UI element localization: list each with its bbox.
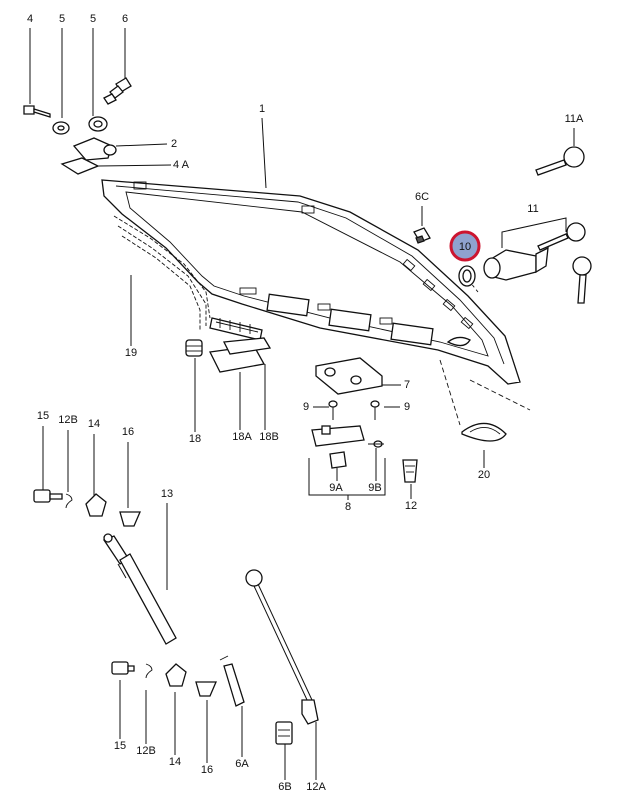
- part-label: 11A: [565, 113, 584, 125]
- seal-ring-10: [458, 265, 476, 287]
- grommet-12: [402, 459, 418, 483]
- part-label: 1: [259, 103, 265, 115]
- part-label: 18B: [259, 431, 279, 443]
- screws-9: [328, 400, 380, 420]
- prop-rod-12a: [245, 569, 319, 725]
- part-label: 12B: [58, 414, 78, 426]
- part-label: 14: [88, 418, 100, 430]
- part-label: 13: [161, 488, 173, 500]
- fasteners-top-left: [23, 77, 132, 175]
- part-label: 9A: [329, 482, 343, 494]
- part-label: 6A: [235, 758, 249, 770]
- upper-fittings: [33, 489, 141, 527]
- part-label: 5: [59, 13, 65, 25]
- clip-6c: [413, 227, 431, 244]
- lock-cylinder-11: [483, 246, 549, 281]
- part-label: 6B: [278, 781, 291, 793]
- part-label: 16: [201, 764, 213, 776]
- part-label: 12A: [306, 781, 326, 793]
- buffer-6b: [275, 721, 293, 745]
- key-11: [537, 222, 592, 304]
- part-label: 12: [405, 500, 417, 512]
- part-label: 16: [122, 426, 134, 438]
- part-label: 7: [404, 379, 410, 391]
- part-label: 12B: [136, 745, 156, 757]
- part-label: 15: [37, 410, 49, 422]
- part-label: 11: [527, 203, 538, 215]
- part-label: 4 A: [173, 159, 190, 171]
- part-label: 9B: [368, 482, 381, 494]
- part-label: 18A: [232, 431, 252, 443]
- gas-strut-13: [103, 533, 177, 645]
- highlighted-callout-10[interactable]: 10: [449, 230, 481, 262]
- light-18a: [209, 337, 272, 373]
- leader-lines: [29, 28, 575, 780]
- part-label: 15: [114, 740, 126, 752]
- handle-20: [461, 422, 507, 442]
- part-label: 19: [125, 347, 137, 359]
- part-label: 6C: [415, 191, 429, 203]
- callout-10-label: 10: [459, 241, 471, 253]
- part-label: 4: [27, 13, 33, 25]
- part-label: 18: [189, 433, 201, 445]
- striker-7: [315, 357, 383, 395]
- part-label: 9: [404, 401, 410, 413]
- part-label: 6: [122, 13, 128, 25]
- switch-18: [185, 339, 203, 357]
- lower-fittings: [111, 661, 217, 697]
- key-11a: [535, 146, 585, 176]
- lock-assembly-8: [311, 425, 384, 469]
- bracket-6a: [219, 655, 245, 707]
- part-label: 5: [90, 13, 96, 25]
- part-label: 2: [171, 138, 177, 150]
- part-label: 20: [478, 469, 490, 481]
- part-label: 14: [169, 756, 181, 768]
- tailgate-frame: [101, 179, 521, 385]
- part-label: 8: [345, 501, 351, 513]
- part-label: 9: [303, 401, 309, 413]
- weatherstrip: [113, 215, 263, 341]
